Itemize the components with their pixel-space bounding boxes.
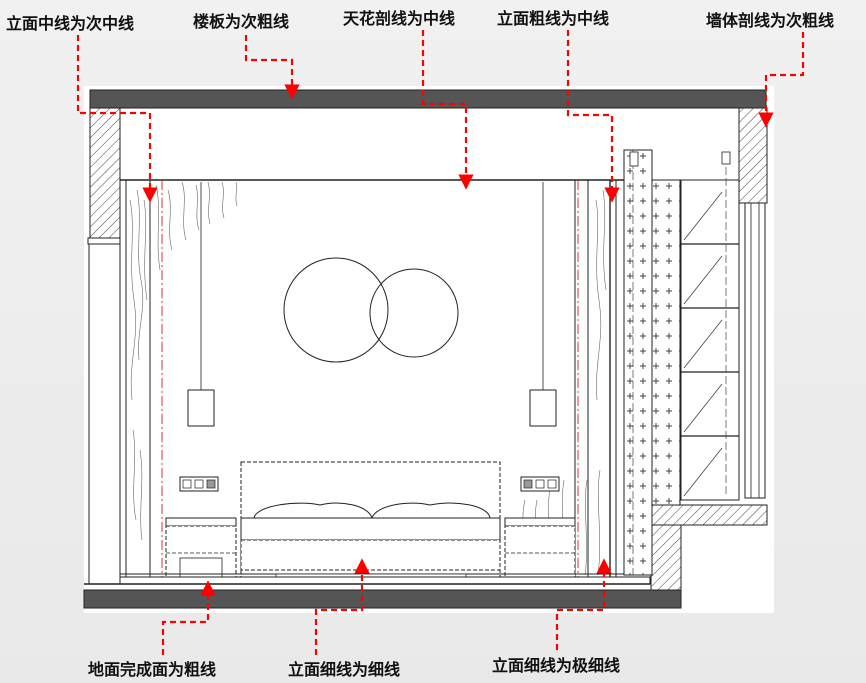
outlet-right [520,476,560,492]
label-ceiling-section: 天花剖线为中线 [343,9,456,28]
leader-ceiling [421,30,474,190]
annotation-leaders [76,30,805,655]
leader-center-line [76,35,158,203]
label-floor-finish: 地面完成面为粗线 [88,660,217,679]
window-frame [744,202,766,499]
label-elevation-thin-line-2: 立面细线为极细线 [492,656,621,675]
leader-thin-line-2 [555,558,612,650]
wardrobe-shelves [680,151,740,501]
curtain-panel [623,149,653,576]
pendant-light-left [187,389,215,427]
curtain-panel-2 [651,179,681,506]
leader-floor-slab [244,35,300,100]
leader-thin-line [314,558,370,655]
leader-floor-finish [161,580,216,655]
right-wall-lower [650,524,682,593]
left-wall-cap [87,237,121,245]
label-floor-slab: 楼板为次粗线 [193,12,290,31]
bed-mattress [240,517,501,541]
leader-wall [758,32,805,128]
label-elevation-center-line: 立面中线为次中线 [6,14,135,33]
floor-finish-slab [83,589,682,609]
label-elevation-thin-line: 立面细线为细线 [288,660,401,679]
nightstand-right [504,517,576,581]
floor-slab [89,89,767,109]
bed-base [240,539,501,571]
wall-art-circle-large [283,257,389,363]
label-elevation-thick-line: 立面粗线为中线 [497,9,610,28]
right-wall-ledge [650,504,768,526]
wall-art-circle-small [369,268,459,358]
left-wall-section [89,107,121,241]
pendant-light-right [529,389,557,427]
wood-grain-left [129,181,238,541]
label-wall-section: 墙体剖线为次粗线 [706,11,835,30]
pillow-left [253,502,373,519]
nightstand-left [165,517,237,581]
outlet-left [179,476,219,492]
leader-thick-line [566,30,620,203]
right-wall-section [738,107,768,204]
pillow-right [371,502,491,519]
